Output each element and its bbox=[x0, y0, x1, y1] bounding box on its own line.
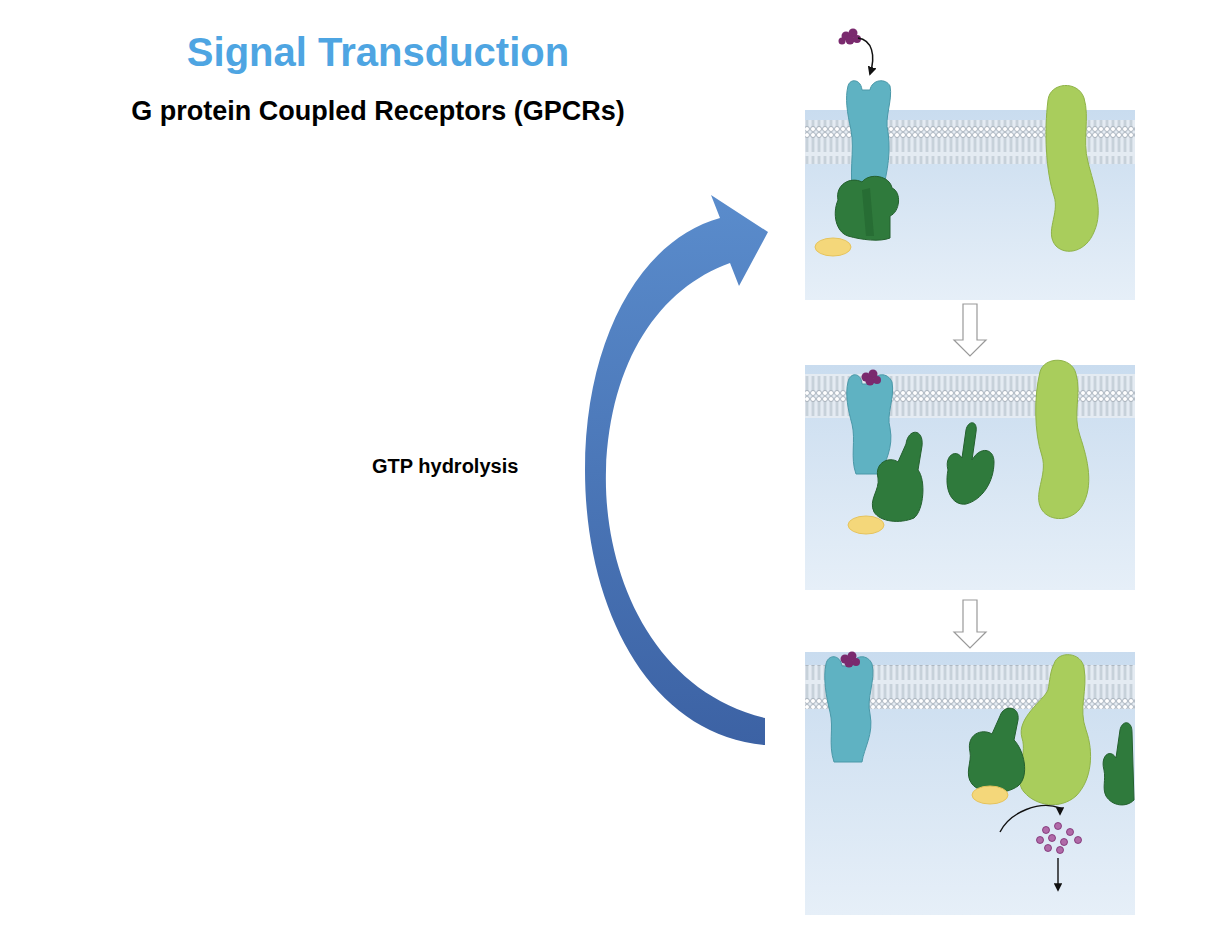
slide-title: Signal Transduction bbox=[0, 30, 756, 75]
slide-subtitle: G protein Coupled Receptors (GPCRs) bbox=[0, 96, 756, 127]
panel-2 bbox=[805, 360, 1135, 590]
arrow-label: GTP hydrolysis bbox=[372, 455, 572, 478]
step-arrow bbox=[954, 304, 986, 356]
cycle-arrow bbox=[585, 195, 768, 745]
panel-3 bbox=[805, 652, 1135, 916]
panel-1 bbox=[805, 29, 1135, 301]
step-arrow bbox=[954, 600, 986, 648]
